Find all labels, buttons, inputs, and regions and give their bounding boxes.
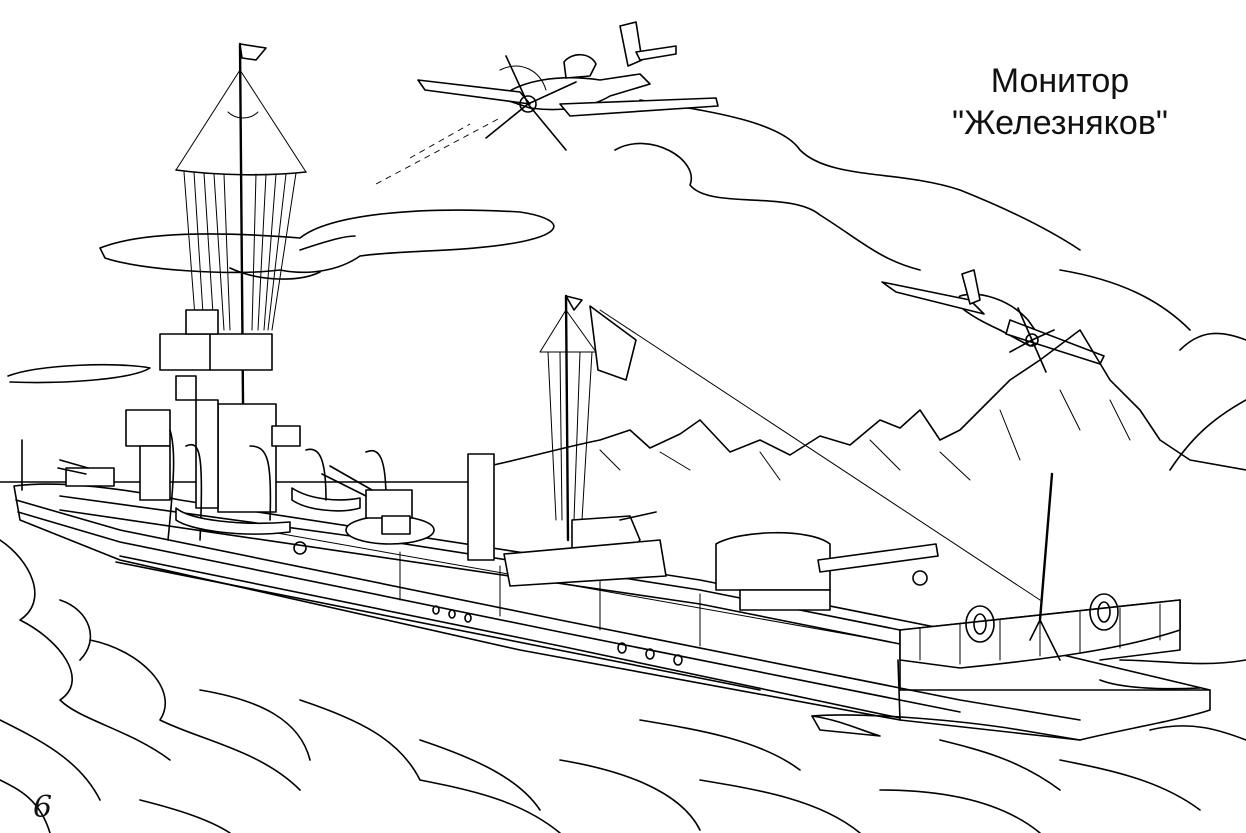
title-line-2: "Железняков" (952, 104, 1168, 142)
water (0, 540, 1246, 833)
page-title: Монитор "Железняков" (900, 60, 1220, 144)
hull (14, 440, 1210, 740)
funnel (468, 454, 494, 560)
clouds (8, 100, 1190, 382)
title-line-1: Монитор (990, 62, 1130, 100)
stern-flagstaff (1030, 474, 1060, 660)
page-number: 6 (33, 790, 53, 825)
airplane-upper (376, 22, 718, 184)
airplane-lower (882, 270, 1104, 372)
forward-turret (58, 460, 114, 486)
main-turret (716, 533, 938, 610)
aa-gun (322, 466, 434, 544)
superstructure (126, 310, 300, 540)
mountains (470, 330, 1246, 480)
mid-turret (504, 512, 666, 586)
aft-mast (540, 296, 1040, 600)
portholes (433, 606, 682, 665)
life-rings (294, 542, 1118, 642)
